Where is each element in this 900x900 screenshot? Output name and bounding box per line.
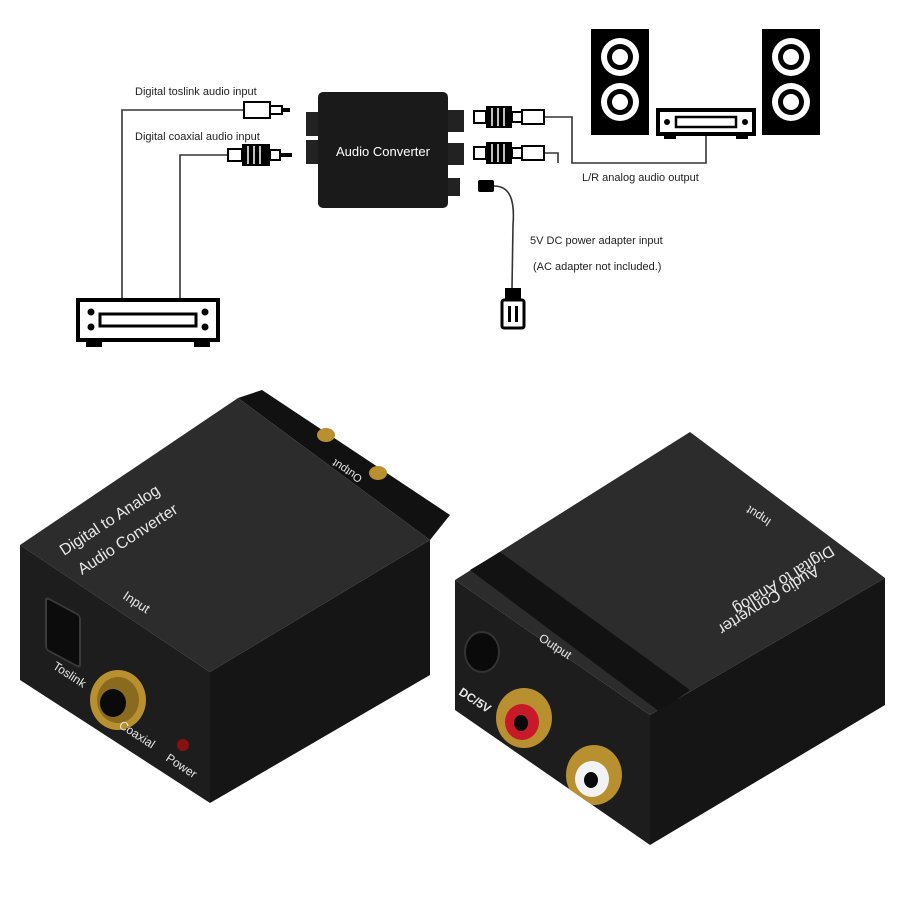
toslink-input-label: Digital toslink audio input [135, 86, 257, 98]
dc-power-cable-icon [478, 180, 526, 330]
analog-output-label: L/R analog audio output [582, 172, 699, 184]
power-input-label: 5V DC power adapter input [530, 235, 663, 247]
connection-diagram: Audio Converter [76, 29, 820, 347]
wire-lines [121, 109, 707, 300]
power-note-label: (AC adapter not included.) [533, 261, 661, 273]
left-speaker-device [591, 29, 649, 135]
rca-plug-icon-top [473, 106, 545, 128]
toslink-plug-icon [243, 101, 290, 119]
amplifier-device [656, 108, 756, 139]
right-speaker-device [762, 29, 820, 135]
front-view-unit: Digital to Analog Audio Converter Input … [20, 390, 450, 803]
center-device-label: Audio Converter [336, 144, 431, 159]
center-converter-device: Audio Converter [306, 92, 464, 208]
rca-plug-icon-bottom [473, 142, 545, 164]
coaxial-plug-icon [227, 144, 292, 166]
back-view-unit: Digital to Analog Audio Converter Input … [455, 432, 885, 845]
source-player-device [76, 298, 220, 347]
coaxial-input-label: Digital coaxial audio input [135, 131, 260, 143]
